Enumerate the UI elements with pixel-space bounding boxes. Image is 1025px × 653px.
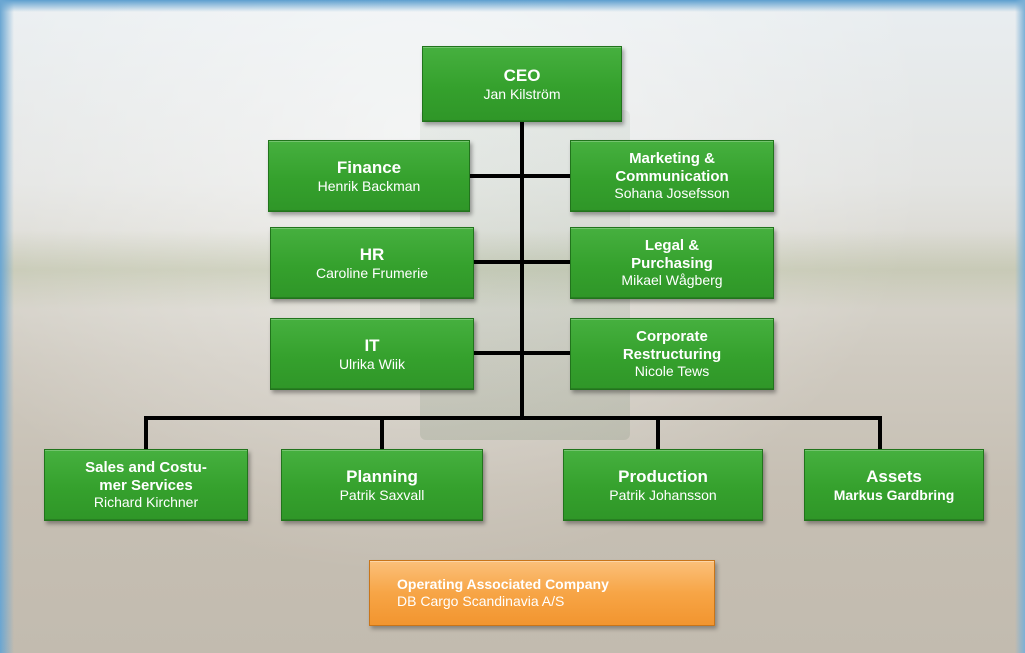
finance-name: Henrik Backman bbox=[317, 177, 421, 194]
associated-company-name: DB Cargo Scandinavia A/S bbox=[397, 593, 565, 609]
legal-title-line2: Purchasing bbox=[631, 254, 713, 272]
finance-title: Finance bbox=[336, 157, 402, 177]
restructuring-title-line1: Corporate bbox=[636, 328, 708, 346]
assets-title: Assets bbox=[866, 466, 922, 486]
marketing-box: Marketing & Communication Sohana Josefss… bbox=[570, 140, 774, 212]
sales-box: Sales and Costu- mer Services Richard Ki… bbox=[44, 449, 248, 521]
marketing-title-line2: Communication bbox=[615, 167, 729, 185]
assets-name: Markus Gardbring bbox=[833, 486, 955, 503]
ceo-name: Jan Kilström bbox=[483, 85, 561, 102]
restructuring-name: Nicole Tews bbox=[634, 363, 710, 380]
background-left-edge bbox=[0, 0, 14, 653]
production-name: Patrik Johansson bbox=[609, 486, 717, 503]
associated-company-title: Operating Associated Company bbox=[397, 576, 609, 593]
legal-name: Mikael Wågberg bbox=[621, 272, 723, 289]
legal-box: Legal & Purchasing Mikael Wågberg bbox=[570, 227, 774, 299]
marketing-name: Sohana Josefsson bbox=[614, 185, 730, 202]
production-box: Production Patrik Johansson bbox=[563, 449, 763, 521]
hr-box: HR Caroline Frumerie bbox=[270, 227, 474, 299]
restructuring-box: Corporate Restructuring Nicole Tews bbox=[570, 318, 774, 390]
sales-name: Richard Kirchner bbox=[93, 494, 199, 511]
it-box: IT Ulrika Wiik bbox=[270, 318, 474, 390]
legal-title-line1: Legal & bbox=[644, 237, 700, 255]
background-right-edge bbox=[1015, 0, 1025, 653]
planning-title: Planning bbox=[346, 466, 418, 486]
sales-title-line2: mer Services bbox=[99, 476, 193, 494]
restructuring-title-line2: Restructuring bbox=[622, 345, 722, 363]
background-sky-edge bbox=[0, 0, 1025, 12]
background-field bbox=[0, 230, 1025, 310]
production-title: Production bbox=[618, 466, 708, 486]
ceo-title: CEO bbox=[503, 65, 541, 85]
sales-title-line1: Sales and Costu- bbox=[85, 459, 207, 477]
hr-title: HR bbox=[359, 244, 385, 264]
associated-company-box: Operating Associated Company DB Cargo Sc… bbox=[369, 560, 715, 626]
finance-box: Finance Henrik Backman bbox=[268, 140, 470, 212]
assets-box: Assets Markus Gardbring bbox=[804, 449, 984, 521]
it-title: IT bbox=[364, 335, 380, 355]
marketing-title-line1: Marketing & bbox=[629, 150, 715, 168]
planning-name: Patrik Saxvall bbox=[339, 486, 425, 503]
ceo-box: CEO Jan Kilström bbox=[422, 46, 622, 122]
it-name: Ulrika Wiik bbox=[338, 355, 406, 372]
planning-box: Planning Patrik Saxvall bbox=[281, 449, 483, 521]
hr-name: Caroline Frumerie bbox=[315, 264, 429, 281]
